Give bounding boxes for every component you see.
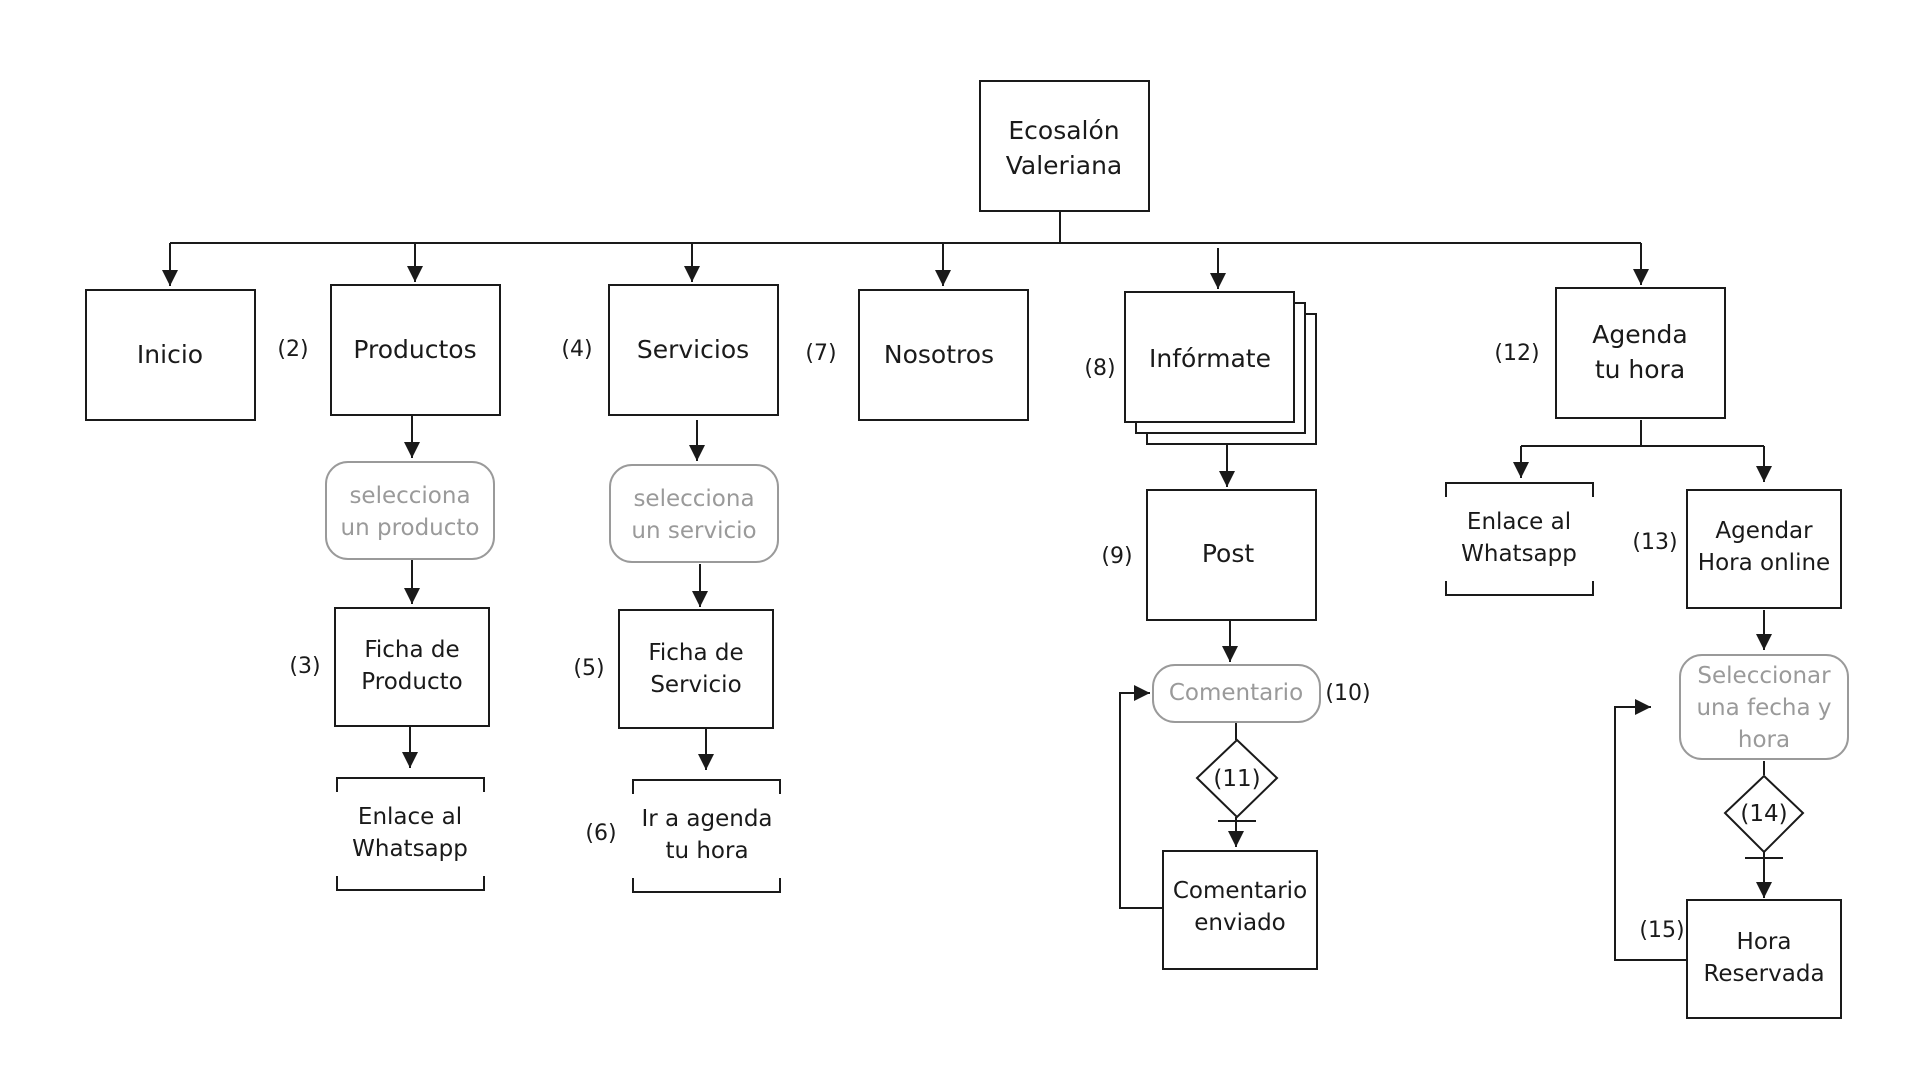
productos-step-select: selecciona un producto <box>325 461 495 560</box>
servicios-step-select: selecciona un servicio <box>609 464 779 563</box>
node-informate-stack: Infórmate <box>1124 291 1317 445</box>
step-number-5: (5) <box>573 656 604 681</box>
node-hora-reservada: Hora Reservada <box>1686 899 1842 1019</box>
nosotros-label: Nosotros <box>884 340 994 369</box>
agenda-label-line1: Agenda <box>1592 320 1687 349</box>
node-servicios: Servicios <box>608 284 779 416</box>
servicios-step-line2: un servicio <box>631 518 756 544</box>
connectors <box>162 211 1783 961</box>
node-ficha-producto: Ficha de Producto <box>334 607 490 727</box>
agendar-online-line2: Hora online <box>1698 550 1830 576</box>
node-comentario-enviado: Comentario enviado <box>1162 850 1318 970</box>
agenda-step-line1: Seleccionar <box>1697 663 1831 689</box>
productos-label: Productos <box>353 335 476 364</box>
decision-11-label: (11) <box>1213 766 1260 792</box>
node-producto-whatsapp-link: Enlace al Whatsapp <box>336 777 485 891</box>
step-number-7: (7) <box>805 341 836 366</box>
productos-step-line1: selecciona <box>349 483 470 509</box>
servicios-step-line1: selecciona <box>633 486 754 512</box>
agenda-whatsapp-line2: Whatsapp <box>1461 541 1577 567</box>
step-number-13: (13) <box>1632 530 1677 555</box>
ficha-servicio-line2: Servicio <box>650 672 741 698</box>
servicios-label: Servicios <box>637 335 749 364</box>
comentario-label: Comentario <box>1169 680 1303 706</box>
step-number-3: (3) <box>289 654 320 679</box>
comentario-enviado-line2: enviado <box>1194 910 1286 936</box>
root-label-line2: Valeriana <box>1006 151 1123 180</box>
post-label: Post <box>1202 539 1255 568</box>
hora-reservada-line1: Hora <box>1737 929 1792 955</box>
node-comentario: Comentario <box>1152 664 1321 723</box>
node-agenda: Agenda tu hora <box>1555 287 1726 419</box>
step-number-6: (6) <box>585 821 616 846</box>
node-inicio: Inicio <box>85 289 256 421</box>
node-ficha-servicio: Ficha de Servicio <box>618 609 774 729</box>
agendar-online-line1: Agendar <box>1715 518 1813 544</box>
ir-agenda-line2: tu hora <box>665 838 748 864</box>
comentario-enviado-line1: Comentario <box>1173 878 1307 904</box>
producto-whatsapp-line1: Enlace al <box>358 804 462 830</box>
node-agenda-whatsapp-link: Enlace al Whatsapp <box>1445 482 1594 596</box>
node-nosotros: Nosotros <box>858 289 1029 421</box>
node-productos: Productos <box>330 284 501 416</box>
root-label-line1: Ecosalón <box>1008 116 1119 145</box>
step-number-2: (2) <box>277 337 308 362</box>
decision-11: (11) <box>1195 738 1279 819</box>
step-numbers: (2) (3) (4) (5) (6) (7) (8) (9) (10) (12… <box>277 337 1684 943</box>
ficha-servicio-line1: Ficha de <box>648 640 743 666</box>
step-number-12: (12) <box>1494 341 1539 366</box>
decision-14-label: (14) <box>1740 801 1787 827</box>
node-agendar-online: Agendar Hora online <box>1686 489 1842 609</box>
step-number-4: (4) <box>561 337 592 362</box>
decision-14: (14) <box>1723 774 1805 854</box>
ir-agenda-line1: Ir a agenda <box>641 806 772 832</box>
producto-whatsapp-line2: Whatsapp <box>352 836 468 862</box>
agenda-label-line2: tu hora <box>1595 355 1685 384</box>
agenda-step-line2: una fecha y <box>1696 695 1831 721</box>
informate-label: Infórmate <box>1149 344 1271 373</box>
node-post: Post <box>1146 489 1317 621</box>
ficha-producto-line2: Producto <box>361 669 462 695</box>
step-number-10: (10) <box>1325 681 1370 706</box>
agenda-step-line3: hora <box>1738 727 1790 753</box>
ficha-producto-line1: Ficha de <box>364 637 459 663</box>
step-number-9: (9) <box>1101 544 1132 569</box>
agenda-step-select: Seleccionar una fecha y hora <box>1679 654 1849 760</box>
node-ir-agenda-link: Ir a agenda tu hora <box>632 779 781 893</box>
agenda-whatsapp-line1: Enlace al <box>1467 509 1571 535</box>
step-number-8: (8) <box>1084 356 1115 381</box>
hora-reservada-line2: Reservada <box>1703 961 1824 987</box>
productos-step-line2: un producto <box>341 515 480 541</box>
root-node: Ecosalón Valeriana <box>979 80 1150 212</box>
inicio-label: Inicio <box>137 340 203 369</box>
step-number-15: (15) <box>1639 918 1684 943</box>
